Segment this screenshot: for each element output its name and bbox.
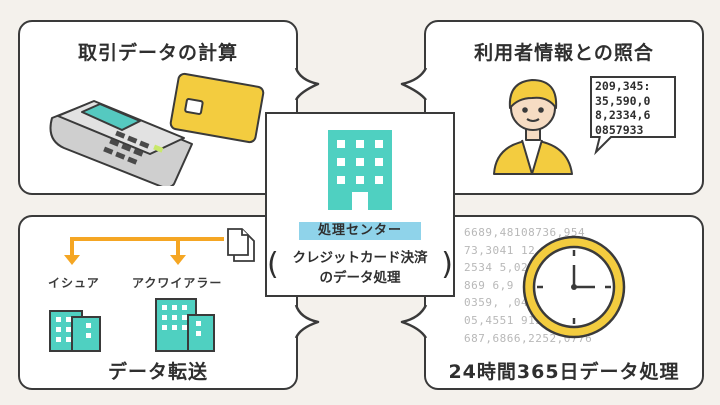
bg-number-line: 0359, ,043 [464,296,536,310]
panel-title: 利用者情報との照合 [474,42,654,64]
paren-left: ( [267,247,279,282]
panel-transaction-calc: 取引データの計算 [18,20,298,195]
center-description: クレジットカード決済 のデータ処理 [275,248,445,288]
bg-number-line: 6689,48108736,954 [464,226,586,239]
center-badge: 処理センター [299,222,421,240]
panel-data-transfer: データ転送 イシュア アクワイアラー [18,215,298,390]
center-desc-line1: クレジットカード決済 [292,250,428,266]
panel-title: 24時間365日データ処理 [448,361,680,383]
bg-number-line: 869 6,9 [464,278,514,292]
transfer-arrows-illustration [49,228,255,352]
paren-right: ) [441,247,453,282]
issuer-label: イシュア [48,276,100,290]
number-line: 209,345: [595,79,651,93]
clock-icon [522,235,626,339]
panel-title: データ転送 [107,361,208,383]
bg-number-line: 2534 5,0241 [464,261,543,275]
center-desc-line2: のデータ処理 [319,270,401,286]
user-person-illustration [493,79,573,175]
building-icon [328,130,392,210]
numbers-speech-bubble: 209,345: 35,590,0 8,2334,6 0857933 [590,76,676,138]
number-line: 8,2334,6 [595,108,651,122]
panel-title: 取引データの計算 [77,42,238,64]
number-line: 35,590,0 [595,93,651,108]
card-terminal-illustration [49,72,265,186]
speech-tail [594,136,613,156]
number-line: 0857933 [595,122,644,137]
acquirer-label: アクワイアラー [132,276,223,290]
processing-center: 処理センター ( クレジットカード決済 のデータ処理 ) [265,112,455,297]
